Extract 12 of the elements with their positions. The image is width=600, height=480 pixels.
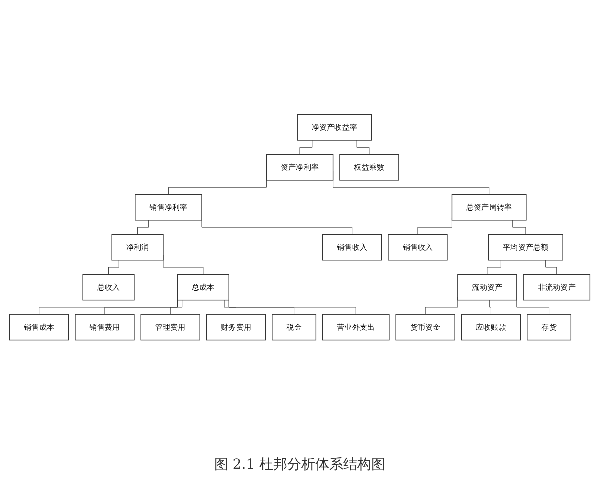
connector: [300, 140, 313, 156]
connector: [418, 218, 452, 236]
connector: [512, 220, 526, 236]
connector: [170, 300, 183, 316]
connector: [108, 260, 120, 276]
connector: [490, 300, 492, 316]
connector: [356, 140, 370, 156]
connector: [487, 260, 502, 276]
connector: [224, 300, 236, 316]
connector: [138, 220, 150, 236]
connector: [546, 260, 558, 276]
figure-caption: 图 2.1 杜邦分析体系结构图: [214, 456, 386, 474]
